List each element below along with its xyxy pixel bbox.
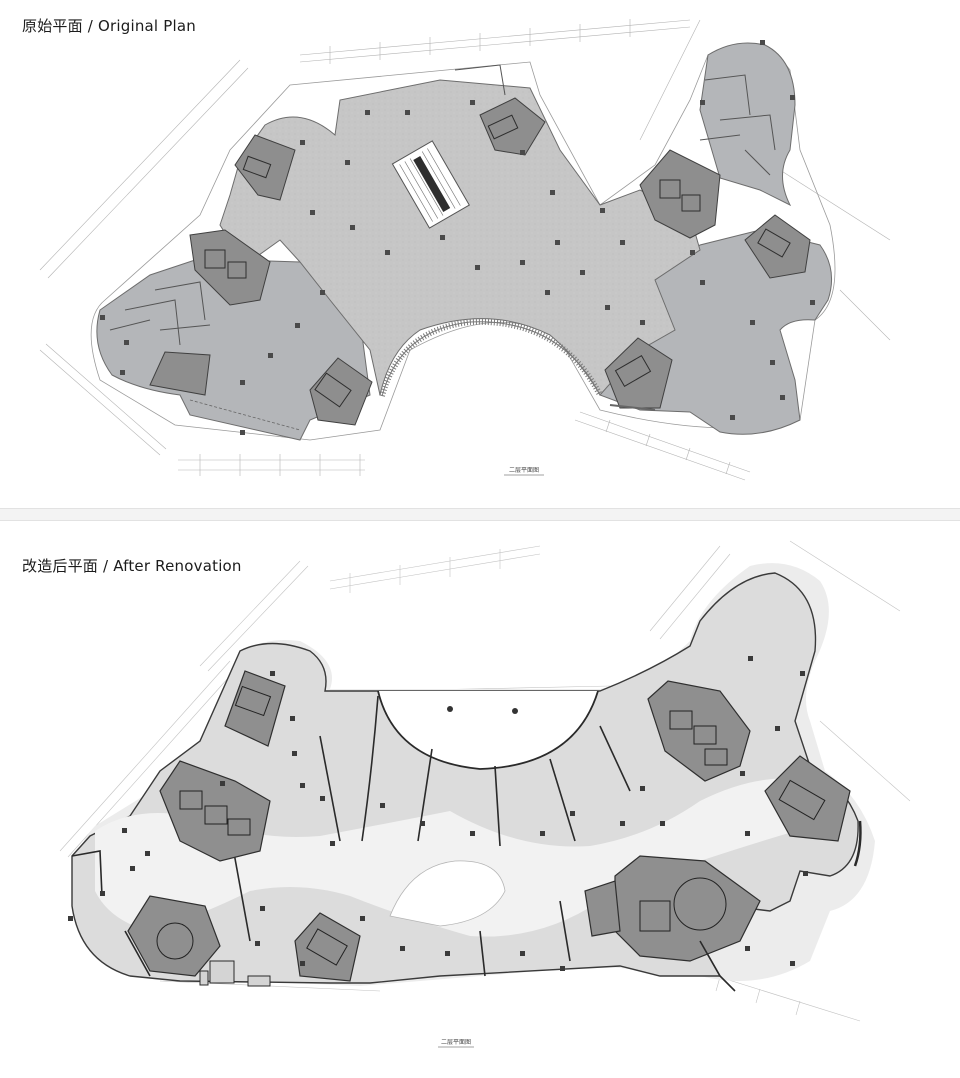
renovated-columns xyxy=(68,656,808,971)
renovated-core-inner-lines xyxy=(156,685,826,966)
panel-divider xyxy=(0,508,960,521)
original-right-pod xyxy=(699,42,796,207)
original-plan-panel: 原始平面 / Original Plan xyxy=(0,0,960,508)
original-plan-title: 原始平面 / Original Plan xyxy=(22,17,196,35)
original-core-inner-lines xyxy=(204,114,791,408)
original-room-partitions xyxy=(109,64,776,346)
original-columns xyxy=(100,40,815,435)
original-window-strips xyxy=(189,399,656,431)
original-escalator-void xyxy=(391,140,470,229)
original-left-wing xyxy=(96,259,371,441)
renovated-plan-caption: 二层平面图 xyxy=(441,1039,471,1046)
renovated-corridor xyxy=(95,778,830,937)
original-core-blocks xyxy=(149,97,811,426)
renovated-semicircle-atrium xyxy=(377,690,599,770)
original-main-floor xyxy=(219,79,701,396)
renovated-right-facade xyxy=(699,940,736,992)
renovated-partition-walls xyxy=(71,695,631,977)
original-floor-plan-drawing: 二层平面图 xyxy=(39,19,891,481)
renovated-core-blocks xyxy=(127,670,851,982)
renovated-central-void xyxy=(389,860,506,927)
original-dimension-lines xyxy=(39,19,891,481)
renovated-small-rooms xyxy=(199,960,271,987)
renovated-plan-panel: 改造后平面 / After Renovation xyxy=(0,521,960,1078)
renovated-side-arc xyxy=(853,820,862,867)
original-dimension-ticks xyxy=(199,19,731,476)
renovated-plan-title: 改造后平面 / After Renovation xyxy=(22,557,242,575)
renovated-floor-plan-drawing: 二层平面图 xyxy=(59,540,911,1048)
original-plan-caption: 二层平面图 xyxy=(509,467,539,474)
renovated-atrium-markers xyxy=(447,706,518,714)
